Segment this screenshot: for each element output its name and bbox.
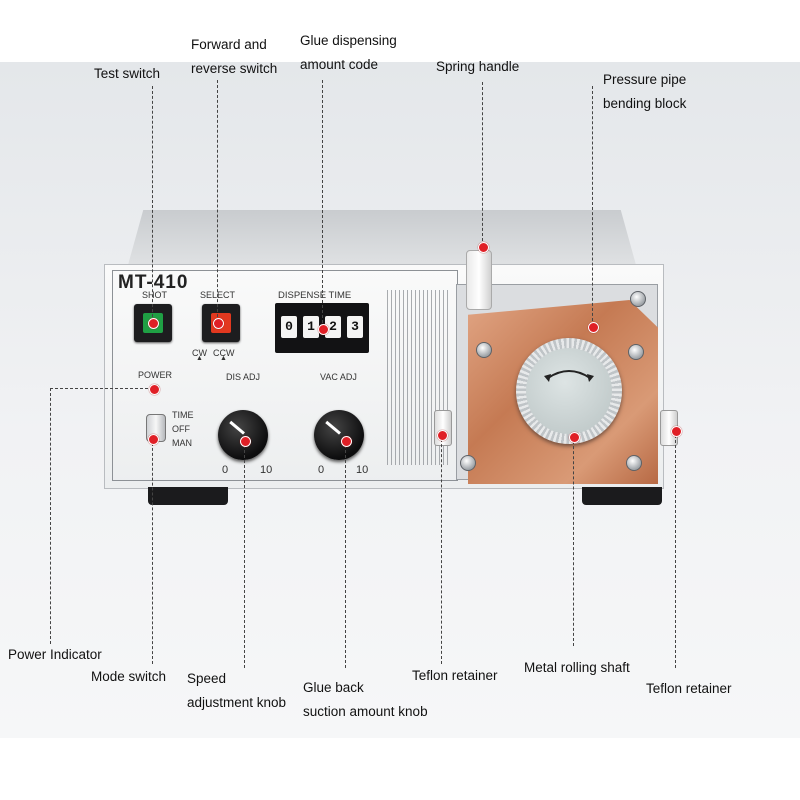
label-speed-knob-2: adjustment knob [187, 695, 287, 710]
screw-icon [628, 344, 644, 360]
callout-dot-glue-code [317, 323, 329, 335]
code-digit: 3 [347, 316, 363, 338]
callout-line-power-indicator-h [50, 388, 153, 389]
label-power-indicator: Power Indicator [8, 647, 102, 662]
dis-min-label: 0 [222, 464, 229, 476]
label-pressure-pipe-2: bending block [603, 96, 687, 111]
device-top-cover [128, 210, 636, 265]
callout-dot-power-indicator [148, 383, 160, 395]
callout-dot-glue-back [340, 435, 352, 447]
callout-dot-test-switch [147, 317, 159, 329]
label-glue-back-1: Glue back [303, 680, 364, 695]
callout-line-test-switch [152, 86, 153, 322]
code-digit: 0 [281, 316, 297, 338]
label-teflon-right: Teflon retainer [646, 681, 732, 696]
dispense-time-label: DISPENSE TIME [278, 290, 352, 301]
callout-line-mode-switch [152, 438, 153, 664]
callout-dot-pressure-pipe [587, 321, 599, 333]
vac-adj-label: VAC ADJ [320, 372, 357, 382]
callout-dot-metal-shaft [568, 431, 580, 443]
power-label: POWER [138, 370, 173, 380]
label-glue-code-2: amount code [300, 57, 379, 72]
rotation-arrow-icon [544, 370, 594, 382]
callout-dot-mode-switch [147, 433, 159, 445]
spring-handle[interactable] [466, 250, 492, 310]
label-spring-handle: Spring handle [436, 59, 520, 74]
dis-max-label: 10 [260, 464, 273, 476]
device-foot-right [582, 487, 662, 505]
label-pressure-pipe-1: Pressure pipe [603, 72, 687, 87]
callout-line-power-indicator [50, 388, 51, 644]
ccw-arrow-icon: ▲ [220, 355, 227, 362]
callout-line-glue-code [322, 80, 323, 328]
mode-time-label: TIME [172, 410, 194, 420]
callout-line-metal-shaft [573, 436, 574, 646]
mode-man-label: MAN [172, 438, 192, 448]
cw-arrow-icon: ▲ [196, 355, 203, 362]
vac-min-label: 0 [318, 464, 325, 476]
shot-label: SHOT [142, 290, 168, 300]
code-digit: 1 [303, 316, 319, 338]
screw-icon [626, 455, 642, 471]
label-glue-back-2: suction amount knob [303, 704, 428, 719]
metal-rolling-shaft [516, 338, 622, 444]
label-test-switch: Test switch [94, 66, 161, 81]
label-forward-reverse-1: Forward and [191, 37, 267, 52]
callout-line-glue-back [345, 440, 346, 668]
dis-adj-label: DIS ADJ [226, 372, 261, 382]
ccw-label: CCW [213, 348, 235, 358]
label-metal-shaft: Metal rolling shaft [524, 660, 630, 675]
callout-dot-forward-reverse [212, 317, 224, 329]
callout-dot-speed-knob [239, 435, 251, 447]
glue-back-suction-knob[interactable] [314, 410, 364, 460]
callout-dot-teflon-left [436, 429, 448, 441]
code-digit: 2 [325, 316, 341, 338]
cw-label: CW [192, 348, 207, 358]
screw-icon [476, 342, 492, 358]
callout-dot-spring-handle [477, 241, 489, 253]
screw-icon [460, 455, 476, 471]
label-glue-code-1: Glue dispensing [300, 33, 397, 48]
callout-line-forward-reverse [217, 80, 218, 322]
roller-face [526, 348, 612, 434]
label-forward-reverse-2: reverse switch [191, 61, 278, 76]
device-foot-left [148, 487, 228, 505]
callout-line-speed-knob [244, 440, 245, 668]
callout-line-teflon-right [675, 430, 676, 668]
callout-line-pressure-pipe [592, 86, 593, 326]
callout-dot-teflon-right [670, 425, 682, 437]
teflon-retainer-left [434, 410, 452, 446]
mode-off-label: OFF [172, 424, 190, 434]
callout-line-teflon-left [441, 434, 442, 664]
label-mode-switch: Mode switch [91, 669, 167, 684]
vac-max-label: 10 [356, 464, 369, 476]
speed-adjustment-knob[interactable] [218, 410, 268, 460]
callout-line-spring-handle [482, 82, 483, 246]
screw-icon [630, 291, 646, 307]
label-speed-knob-1: Speed [187, 671, 227, 686]
label-teflon-left: Teflon retainer [412, 668, 498, 683]
